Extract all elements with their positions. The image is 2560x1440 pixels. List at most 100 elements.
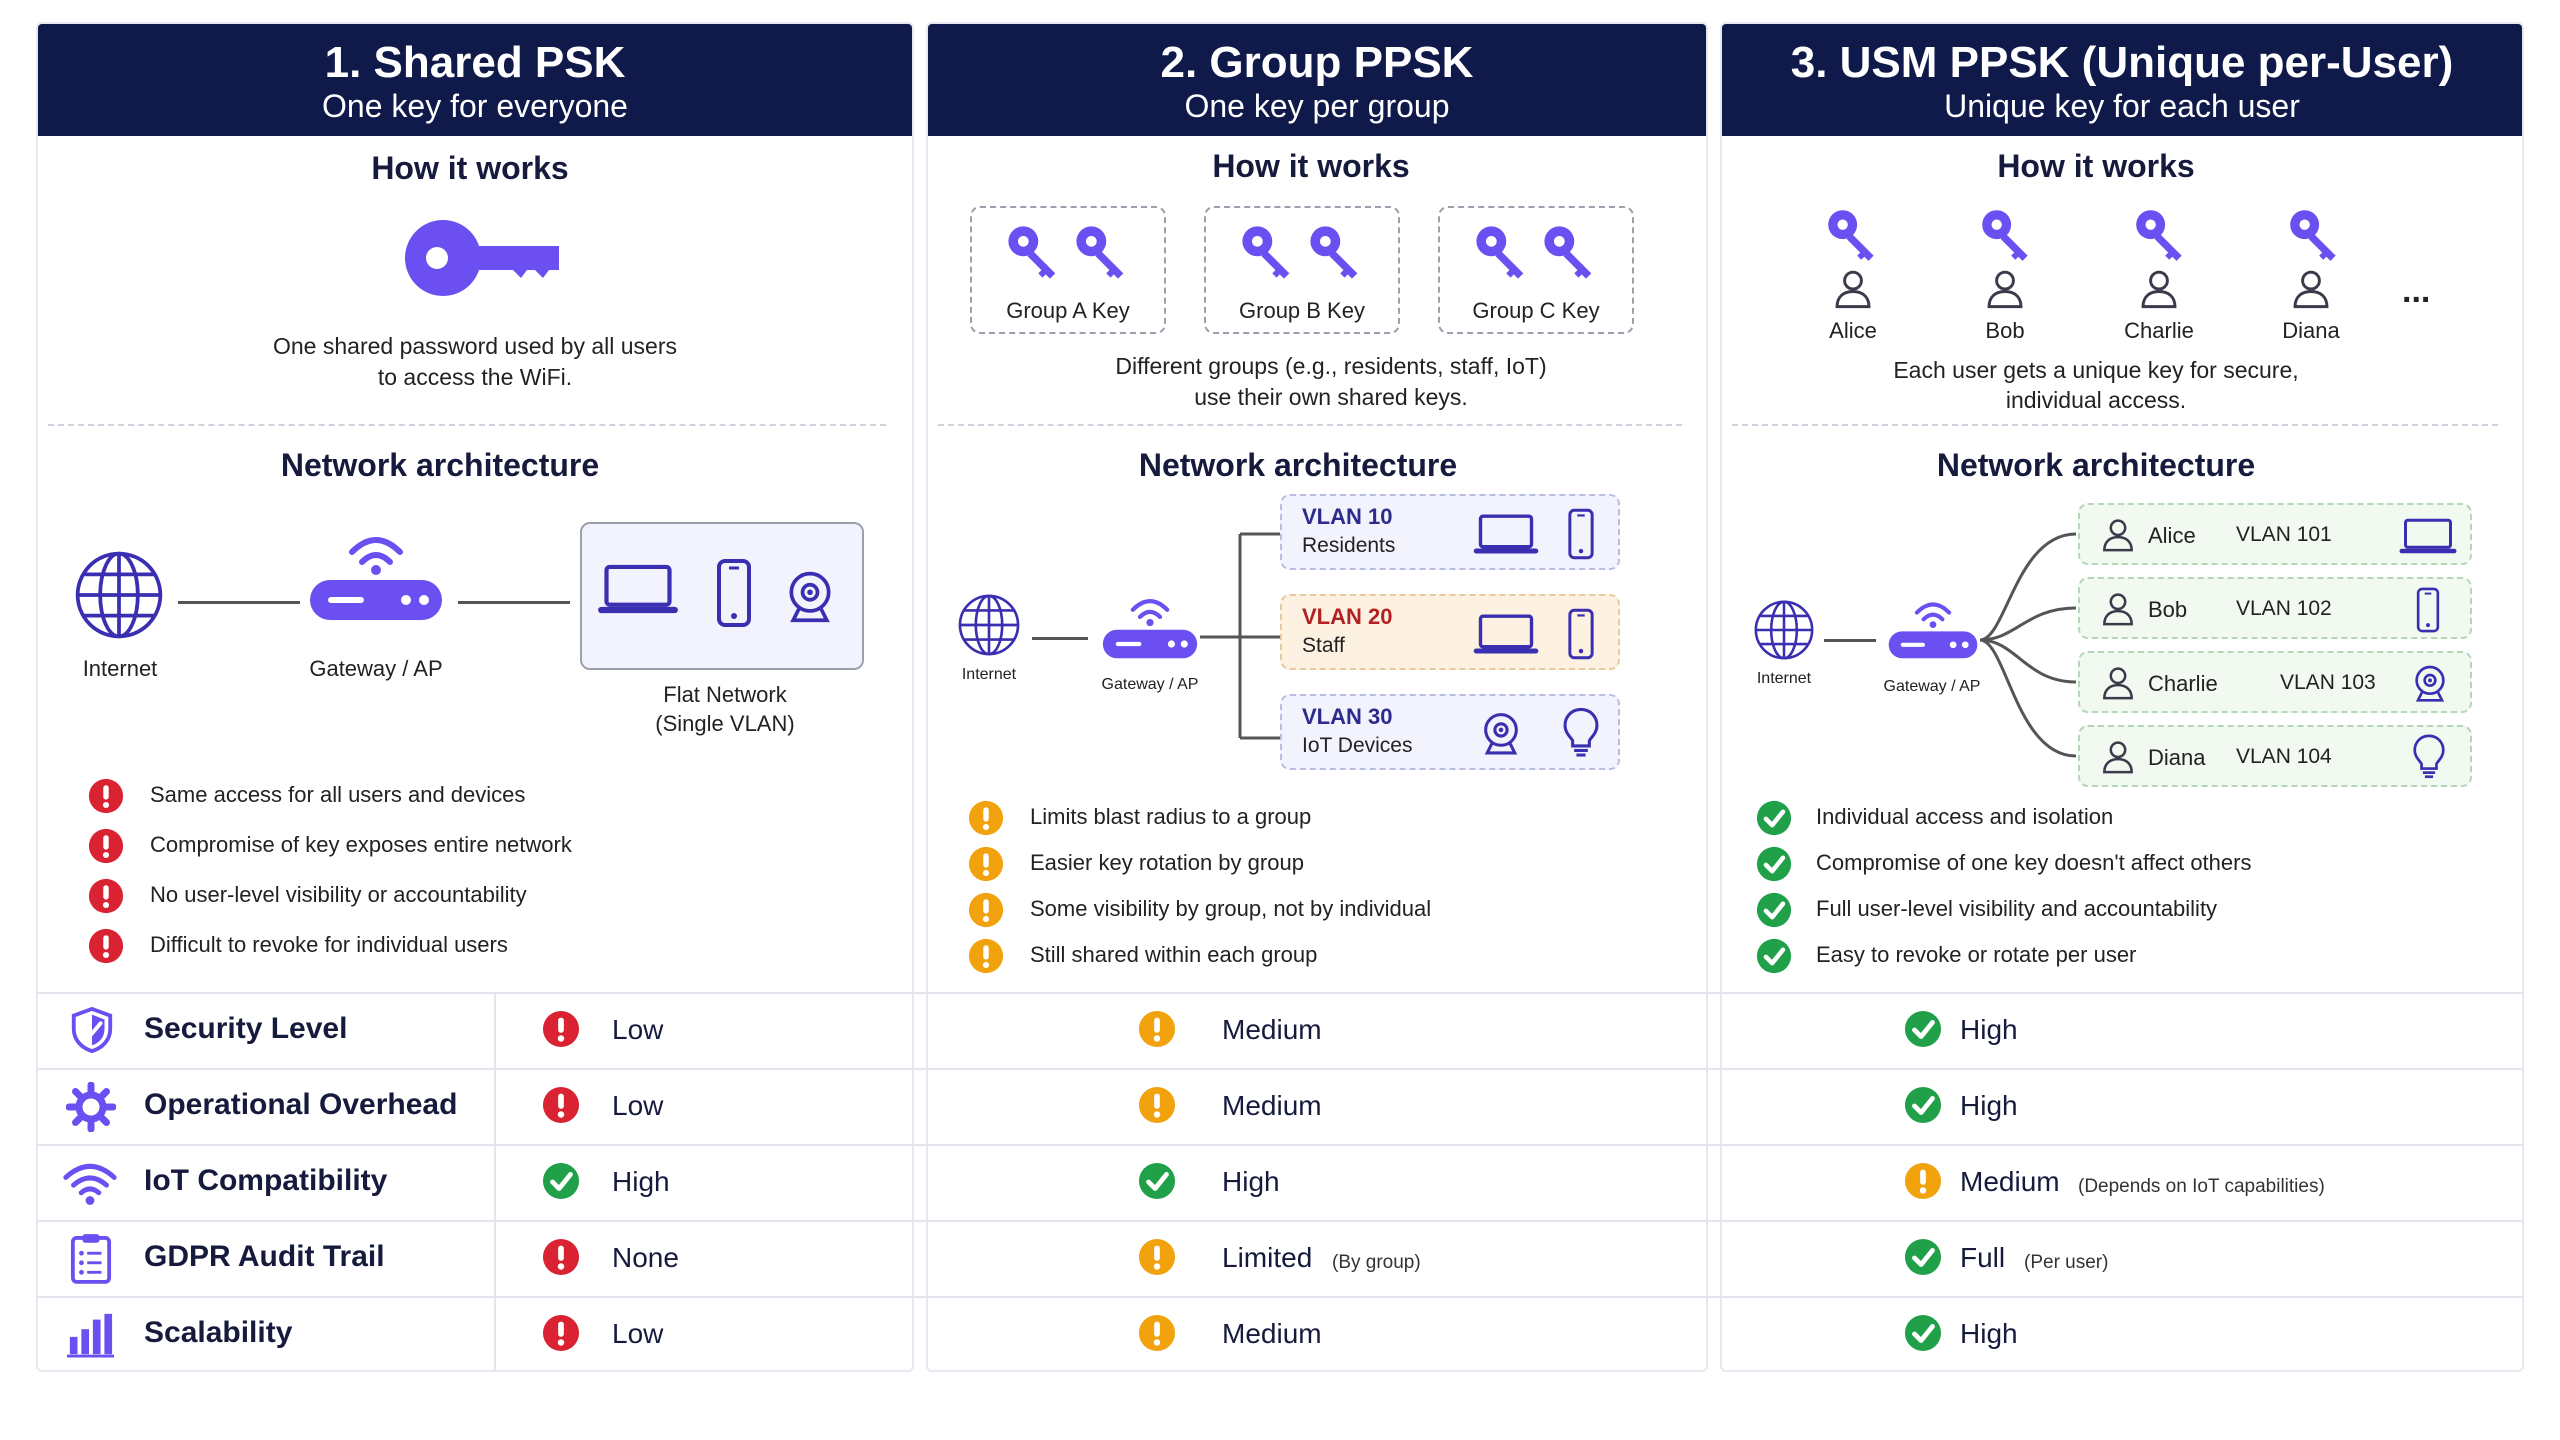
warning-orange-icon — [968, 892, 1004, 928]
table-row: GDPR Audit Trail None Limited (By group)… — [36, 1220, 2524, 1296]
user-name-label: Bob — [1985, 318, 2025, 343]
shield-icon — [68, 1006, 116, 1054]
gateway-label: Gateway / AP — [1101, 676, 1199, 693]
internet-label: Internet — [1756, 670, 1812, 687]
user-icon — [2290, 268, 2332, 310]
rating-value: High — [1960, 1318, 2018, 1349]
check-green-icon — [1756, 800, 1792, 836]
key-icon — [405, 220, 559, 296]
rating-value: High — [612, 1166, 670, 1197]
panel-subtitle: Unique key for each user — [1944, 88, 2300, 124]
camera-icon — [1478, 708, 1524, 758]
key-icon — [2130, 204, 2192, 266]
table-row: IoT Compatibility High High Medium (Depe… — [36, 1144, 2524, 1220]
check-green-icon — [1138, 1162, 1176, 1200]
gateway-label: Gateway / AP — [309, 656, 443, 681]
key-icon — [1304, 220, 1368, 284]
clipboard-icon — [70, 1232, 112, 1284]
gateway-label: Gateway / AP — [1883, 678, 1981, 695]
connector-line — [1824, 639, 1876, 642]
how-description-line: One shared password used by all users — [273, 333, 677, 359]
rating-value: Full — [1960, 1242, 2006, 1273]
router-icon — [1886, 592, 1980, 660]
panel-header: 2. Group PPSK One key per group — [928, 24, 1706, 136]
table-row-divider — [36, 1296, 2524, 1298]
panel-subtitle: One key per group — [1184, 88, 1450, 124]
user-vlan-box: Bob VLAN 102 — [2078, 577, 2472, 639]
user-icon — [2100, 739, 2136, 775]
check-green-icon — [1904, 1314, 1942, 1352]
branch-connector — [1979, 532, 2077, 758]
warning-orange-icon — [1138, 1314, 1176, 1352]
rating-value: Medium — [1222, 1090, 1322, 1121]
laptop-icon — [1472, 612, 1540, 656]
check-green-icon — [542, 1162, 580, 1200]
rating-note: (Depends on IoT capabilities) — [2078, 1176, 2325, 1197]
user-name-label: Alice — [1829, 318, 1877, 343]
camera-icon — [2410, 661, 2450, 705]
phone-icon — [1566, 508, 1596, 560]
branch-connector — [1200, 532, 1280, 740]
how-it-works-heading: How it works — [1212, 148, 1410, 184]
warning-red-icon — [542, 1086, 580, 1124]
table-row-divider — [36, 1068, 2524, 1070]
user-icon — [2100, 591, 2136, 627]
network-architecture-heading: Network architecture — [1936, 447, 2256, 483]
flat-network-label: (Single VLAN) — [655, 711, 795, 736]
key-icon — [1976, 204, 2038, 266]
user-icon — [2100, 665, 2136, 701]
connector-line — [458, 601, 570, 604]
key-icon — [1470, 220, 1534, 284]
vlan-box-staff: VLAN 20 Staff — [1280, 594, 1620, 670]
section-divider — [48, 424, 886, 426]
warning-red-icon — [542, 1010, 580, 1048]
rating-note: (By group) — [1332, 1252, 1421, 1273]
panel-title: 3. USM PPSK (Unique per-User) — [1790, 38, 2454, 87]
check-green-icon — [1904, 1086, 1942, 1124]
user-name-label: Charlie — [2124, 318, 2194, 343]
check-green-icon — [1756, 846, 1792, 882]
globe-icon — [72, 548, 166, 642]
rating-value: Medium — [1222, 1014, 1322, 1045]
phone-icon — [1566, 608, 1596, 660]
laptop-icon — [1472, 512, 1540, 556]
warning-orange-icon — [1904, 1162, 1942, 1200]
vlan-box-iot: VLAN 30 IoT Devices — [1280, 694, 1620, 770]
group-key-box: Group C Key — [1438, 206, 1634, 334]
rating-value: High — [1960, 1090, 2018, 1121]
criterion-label: Security Level — [144, 1012, 348, 1045]
warning-red-icon — [542, 1238, 580, 1276]
phone-icon — [714, 558, 754, 628]
criterion-label: Operational Overhead — [144, 1088, 458, 1121]
criterion-label: GDPR Audit Trail — [144, 1240, 385, 1273]
table-row-divider — [36, 992, 2524, 994]
check-green-icon — [1756, 892, 1792, 928]
how-description-line: to access the WiFi. — [377, 364, 573, 390]
key-icon — [2284, 204, 2346, 266]
globe-icon — [1752, 598, 1816, 662]
key-icon — [1070, 220, 1134, 284]
rating-note: (Per user) — [2024, 1252, 2109, 1273]
warning-red-icon — [88, 828, 124, 864]
rating-value: None — [612, 1242, 679, 1273]
wifi-icon — [62, 1162, 118, 1206]
key-icon — [1822, 204, 1884, 266]
how-description-line: individual access. — [2005, 387, 2187, 413]
rating-value: Medium — [1222, 1318, 1322, 1349]
vlan-box-residents: VLAN 10 Residents — [1280, 494, 1620, 570]
camera-icon — [782, 568, 838, 624]
panel-title: 1. Shared PSK — [324, 38, 626, 87]
table-row: Security Level Low Medium High — [36, 992, 2524, 1068]
warning-orange-icon — [968, 800, 1004, 836]
rating-value: Limited — [1222, 1242, 1313, 1273]
user-name-label: Diana — [2282, 318, 2340, 343]
laptop-icon — [596, 562, 680, 616]
warning-orange-icon — [1138, 1238, 1176, 1276]
user-icon — [1832, 268, 1874, 310]
laptop-icon — [2398, 517, 2458, 555]
criterion-label: IoT Compatibility — [144, 1164, 388, 1197]
user-icon — [2100, 517, 2136, 553]
group-key-box: Group A Key — [970, 206, 1166, 334]
phone-icon — [2414, 587, 2442, 633]
router-icon — [306, 522, 446, 622]
